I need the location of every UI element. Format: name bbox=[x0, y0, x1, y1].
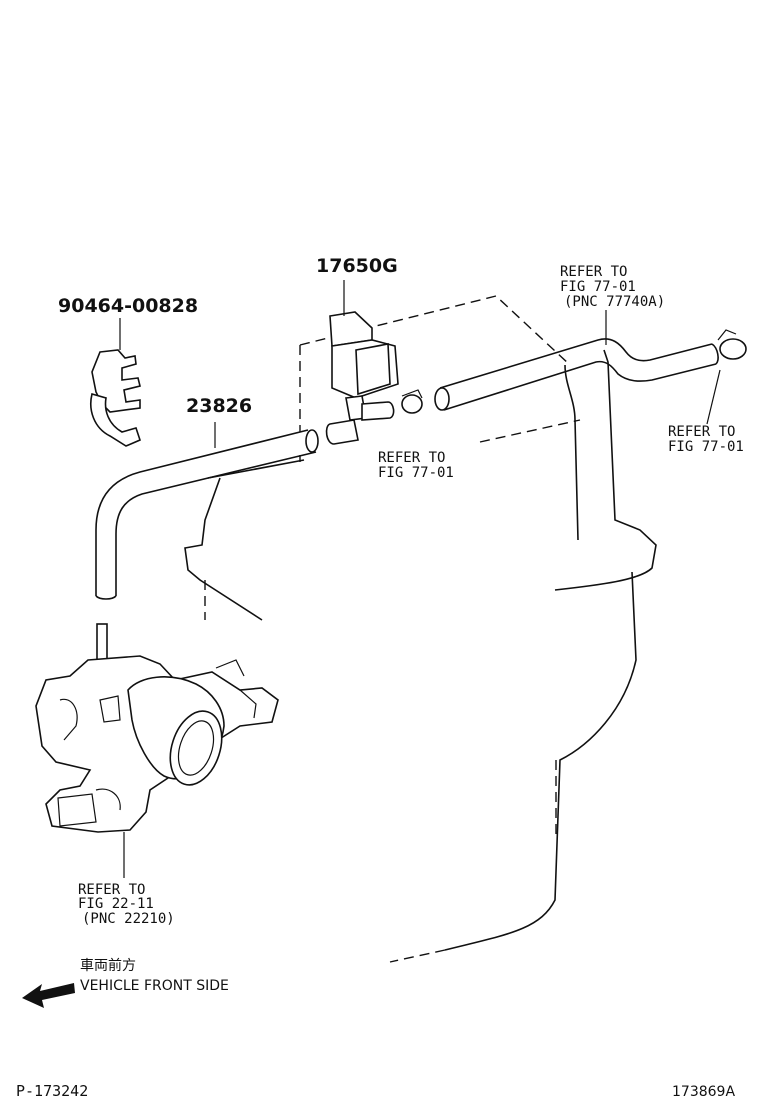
label-clamp-part: 90464-00828 bbox=[58, 295, 198, 317]
label-refer-right-2: FIG 77-01 bbox=[668, 439, 744, 455]
label-refer-bottom-2: FIG 22-11 bbox=[78, 896, 154, 912]
label-hose-part: 23826 bbox=[186, 395, 252, 417]
valve-17650g bbox=[325, 280, 399, 445]
throttle-body bbox=[35, 623, 279, 878]
label-refer-mid-2: FIG 77-01 bbox=[378, 465, 454, 481]
label-refer-top-1: REFER TO bbox=[560, 264, 627, 280]
clamp-90464 bbox=[90, 318, 141, 447]
label-valve-part: 17650G bbox=[316, 255, 398, 277]
label-figure-id: 173869A bbox=[672, 1084, 735, 1100]
label-refer-right-1: REFER TO bbox=[668, 424, 735, 440]
label-direction-jp: 車両前方 bbox=[80, 957, 136, 974]
small-clamp-mid bbox=[401, 389, 423, 414]
label-refer-bottom-1: REFER TO bbox=[78, 882, 145, 898]
label-refer-mid-1: REFER TO bbox=[378, 450, 445, 466]
hose-77740a bbox=[434, 310, 747, 425]
label-page-ref: P-173242 bbox=[16, 1082, 88, 1100]
label-direction-en: VEHICLE FRONT SIDE bbox=[80, 978, 229, 994]
label-refer-top-3: (PNC 77740A) bbox=[564, 294, 665, 310]
label-refer-top-2: FIG 77-01 bbox=[560, 279, 636, 295]
vehicle-front-arrow-icon bbox=[22, 983, 75, 1008]
label-refer-bottom-3: (PNC 22210) bbox=[82, 911, 175, 927]
hose-23826 bbox=[95, 422, 319, 600]
